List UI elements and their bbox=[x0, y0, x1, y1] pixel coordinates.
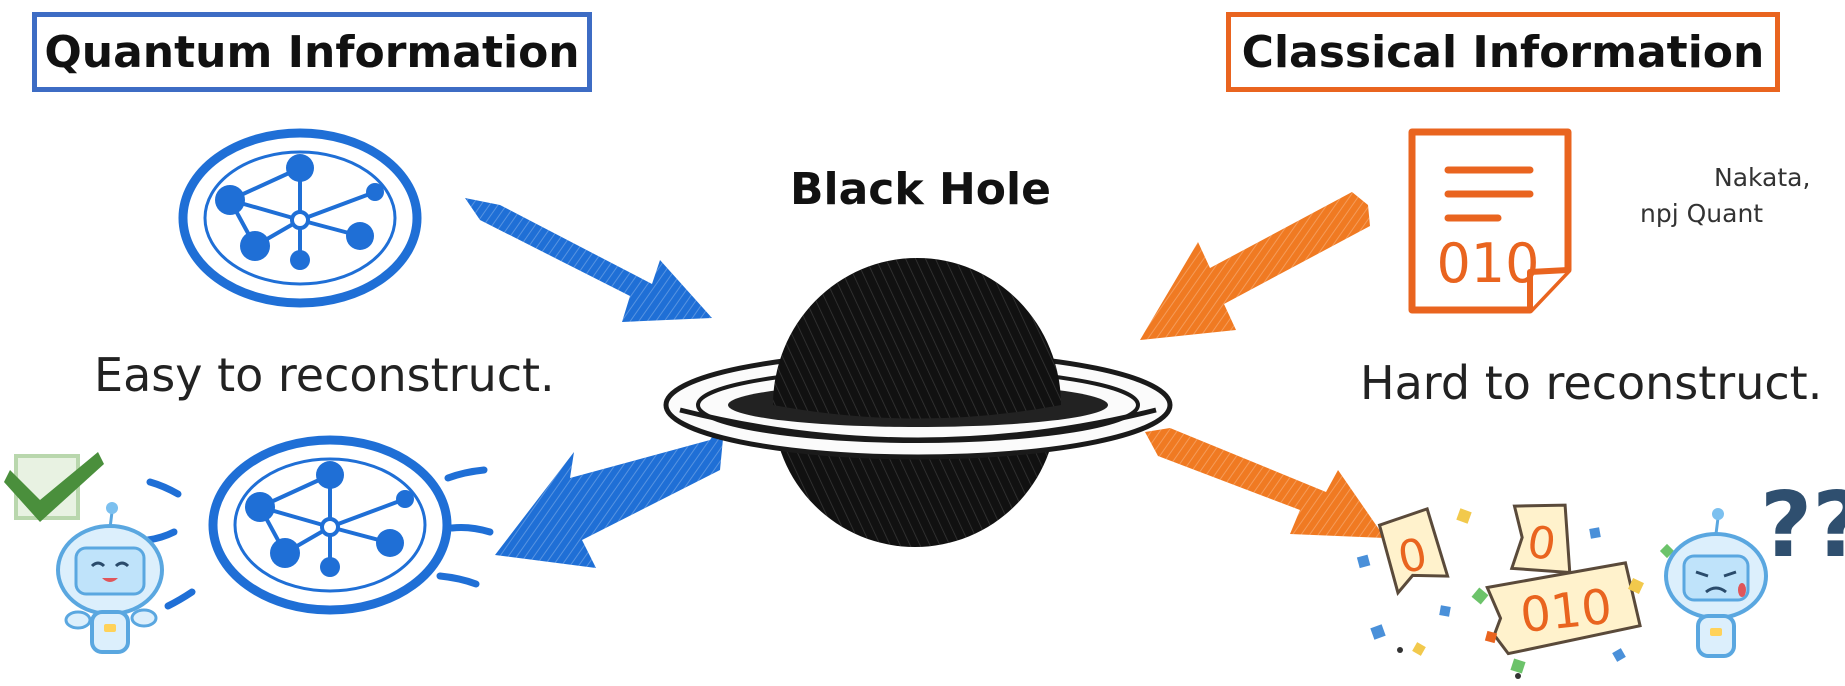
svg-text:010: 010 bbox=[1518, 579, 1615, 644]
fragment-piece-c: 010 bbox=[1486, 562, 1641, 655]
arrow-classical-in bbox=[1140, 192, 1370, 340]
scrambled-fragments: 0 0 010 bbox=[1357, 498, 1674, 679]
fragment-piece-b: 0 bbox=[1506, 498, 1579, 576]
svg-text:??: ?? bbox=[1760, 473, 1845, 578]
quantum-state-icon-reconstructed bbox=[213, 440, 447, 610]
arrow-quantum-out bbox=[495, 418, 725, 568]
quantum-state-icon bbox=[183, 133, 417, 303]
fragment-piece-a: 0 bbox=[1378, 508, 1449, 594]
arrow-quantum-in bbox=[465, 198, 712, 322]
document-icon: 010 bbox=[1412, 132, 1568, 310]
question-mark-icon: ?? bbox=[1760, 473, 1845, 578]
checkmark-icon bbox=[4, 452, 104, 522]
robot-sad-icon bbox=[1666, 508, 1766, 656]
arrow-classical-out bbox=[1145, 428, 1385, 538]
black-hole bbox=[666, 258, 1170, 547]
document-digits: 010 bbox=[1436, 232, 1539, 295]
robot-happy-icon bbox=[58, 502, 162, 652]
